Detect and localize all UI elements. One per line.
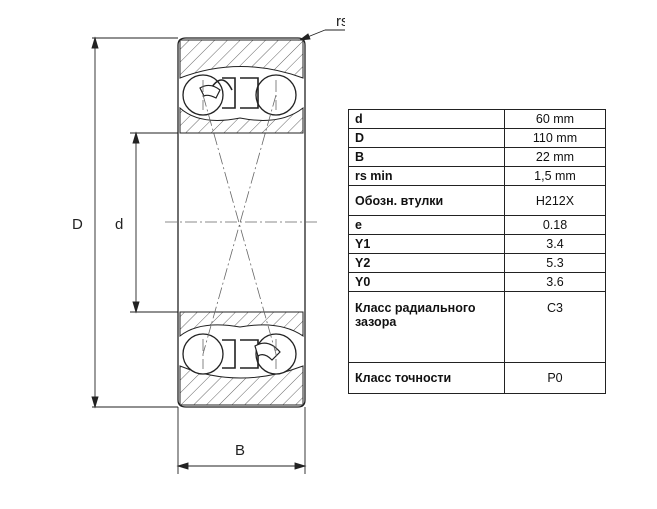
dimension-D — [91, 36, 178, 409]
row-value: P0 — [504, 362, 606, 394]
center-lines — [165, 80, 318, 369]
label-rs: rs — [336, 13, 345, 30]
row-key: D — [348, 128, 505, 148]
row-value: 22 mm — [504, 147, 606, 167]
clip-top — [199, 84, 221, 99]
inner-ring-top — [179, 106, 304, 134]
label-d: d — [115, 216, 123, 233]
row-key: rs min — [348, 166, 505, 186]
row-value: 3.6 — [504, 272, 606, 292]
label-B: B — [235, 442, 245, 459]
row-value: 110 mm — [504, 128, 606, 148]
table-row: Y1 3.4 — [348, 234, 606, 254]
table-row: Класс радиального зазора C3 — [348, 291, 606, 363]
row-key: Y0 — [348, 272, 505, 292]
row-value: C3 — [504, 291, 606, 363]
table-row: B 22 mm — [348, 147, 606, 167]
dimension-d — [130, 131, 178, 314]
dimension-B — [176, 407, 307, 474]
table-row: Обозн. втулки H212X — [348, 185, 606, 216]
row-key: B — [348, 147, 505, 167]
row-value: H212X — [504, 185, 606, 216]
row-value: 1,5 mm — [504, 166, 606, 186]
table-row: rs min 1,5 mm — [348, 166, 606, 186]
row-value: 5.3 — [504, 253, 606, 273]
bearing-drawing: D d B rs — [72, 13, 345, 474]
top-section — [179, 39, 304, 134]
cage-bottom — [222, 339, 259, 369]
bottom-section — [179, 311, 304, 406]
row-key: Обозн. втулки — [348, 185, 505, 216]
table-row: Класс точности P0 — [348, 362, 606, 394]
row-value: 3.4 — [504, 234, 606, 254]
row-value: 60 mm — [504, 109, 606, 129]
table-row: e 0.18 — [348, 215, 606, 235]
table-row: D 110 mm — [348, 128, 606, 148]
row-key: Класс радиального зазора — [348, 291, 505, 363]
table-row: Y0 3.6 — [348, 272, 606, 292]
row-key: Класс точности — [348, 362, 505, 394]
row-key: e — [348, 215, 505, 235]
row-value: 0.18 — [504, 215, 606, 235]
rs-leader — [298, 29, 345, 41]
table-row: d 60 mm — [348, 109, 606, 129]
label-D: D — [72, 216, 83, 233]
row-key: Y2 — [348, 253, 505, 273]
outer-ring-top — [179, 39, 304, 79]
inner-ring-bottom — [179, 311, 304, 338]
table-row: Y2 5.3 — [348, 253, 606, 273]
row-key: Y1 — [348, 234, 505, 254]
spec-table: d 60 mm D 110 mm B 22 mm rs min 1,5 mm О… — [348, 109, 606, 394]
row-key: d — [348, 109, 505, 129]
bearing-outline — [177, 37, 306, 408]
